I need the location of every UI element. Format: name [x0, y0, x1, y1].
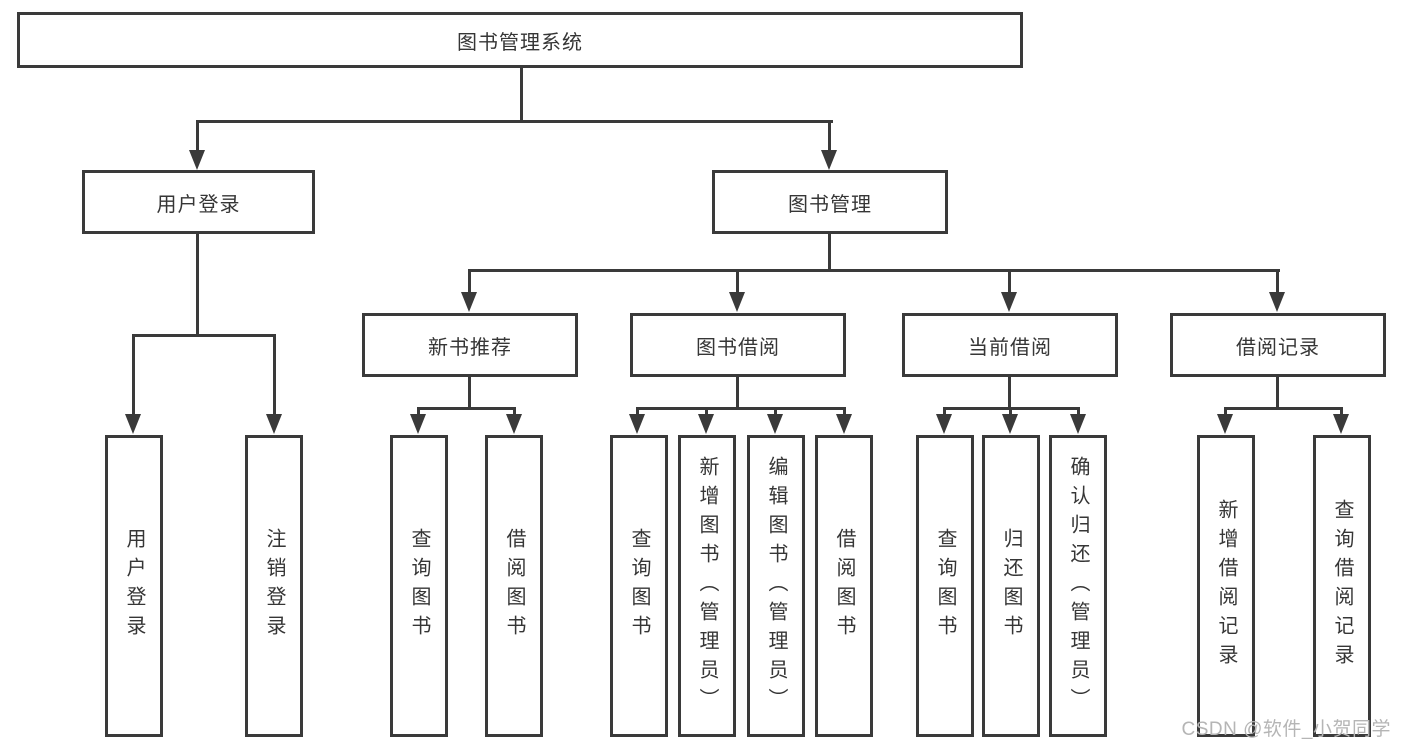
- arrowhead-icon: [1002, 414, 1018, 434]
- node-query-borrow-record: 查询借阅记录: [1313, 435, 1371, 737]
- node-label: 借阅记录: [1236, 336, 1320, 359]
- connector-arrow-stem: [636, 407, 639, 417]
- connector-section-stem: [736, 376, 739, 410]
- connector-group-hbar: [417, 407, 516, 410]
- connector-arrow-stem: [468, 269, 471, 294]
- node-book-management: 图书管理: [712, 170, 948, 234]
- arrowhead-icon: [506, 414, 522, 434]
- node-label: 新书推荐: [428, 336, 512, 359]
- connector-level2-hbar: [196, 120, 833, 123]
- node-user-login-branch: 用户登录: [82, 170, 315, 234]
- arrowhead-icon: [629, 414, 645, 434]
- node-label: 查询图书: [408, 528, 430, 644]
- node-new-book-recommend: 新书推荐: [362, 313, 578, 377]
- node-label: 注销登录: [263, 528, 285, 644]
- arrowhead-icon: [189, 150, 205, 170]
- connector-sections-hbar: [468, 269, 1280, 272]
- node-borrow-books-1: 借阅图书: [485, 435, 543, 737]
- connector-userlogin-hbar: [132, 334, 276, 337]
- node-borrow-books-2: 借阅图书: [815, 435, 873, 737]
- connector-arrow-stem: [943, 407, 946, 417]
- node-label: 查询图书: [628, 528, 650, 644]
- connector-arrow-stem: [736, 269, 739, 294]
- arrowhead-icon: [1001, 292, 1017, 312]
- connector-arrow-stem: [828, 120, 831, 153]
- node-label: 新增图书（管理员）: [696, 455, 718, 717]
- connector-root-stem: [520, 67, 523, 122]
- node-add-borrow-record: 新增借阅记录: [1197, 435, 1255, 737]
- node-label: 图书管理: [788, 193, 872, 216]
- node-query-books-1: 查询图书: [390, 435, 448, 737]
- connector-arrow-stem: [417, 407, 420, 417]
- node-label: 图书借阅: [696, 336, 780, 359]
- connector-arrow-stem: [196, 120, 199, 153]
- connector-arrow-stem: [273, 334, 276, 417]
- connector-arrow-stem: [1224, 407, 1227, 417]
- connector-section-stem: [1276, 376, 1279, 410]
- connector-arrow-stem: [1340, 407, 1343, 417]
- node-edit-books-admin: 编辑图书（管理员）: [747, 435, 805, 737]
- node-label: 当前借阅: [968, 336, 1052, 359]
- csdn-watermark: CSDN @软件_小贺同学: [1181, 719, 1391, 740]
- node-label: 用户登录: [123, 528, 145, 644]
- arrowhead-icon: [1217, 414, 1233, 434]
- node-label: 新增借阅记录: [1215, 499, 1237, 673]
- arrowhead-icon: [1333, 414, 1349, 434]
- node-label: 查询借阅记录: [1331, 499, 1353, 673]
- node-return-books: 归还图书: [982, 435, 1040, 737]
- arrowhead-icon: [836, 414, 852, 434]
- arrowhead-icon: [266, 414, 282, 434]
- node-add-books-admin: 新增图书（管理员）: [678, 435, 736, 737]
- connector-arrow-stem: [705, 407, 708, 417]
- node-borrowing-records: 借阅记录: [1170, 313, 1386, 377]
- node-label: 归还图书: [1000, 528, 1022, 644]
- arrowhead-icon: [821, 150, 837, 170]
- node-label: 查询图书: [934, 528, 956, 644]
- node-label: 确认归还（管理员）: [1067, 455, 1089, 717]
- connector-bookmgmt-stem: [828, 233, 831, 272]
- node-confirm-return-admin: 确认归还（管理员）: [1049, 435, 1107, 737]
- arrowhead-icon: [729, 292, 745, 312]
- connector-arrow-stem: [1276, 269, 1279, 294]
- arrowhead-icon: [1269, 292, 1285, 312]
- arrowhead-icon: [1070, 414, 1086, 434]
- node-label: 图书管理系统: [457, 31, 583, 54]
- node-label: 借阅图书: [833, 528, 855, 644]
- node-label: 借阅图书: [503, 528, 525, 644]
- arrowhead-icon: [125, 414, 141, 434]
- node-label: 用户登录: [156, 193, 241, 216]
- connector-group-hbar: [1224, 407, 1343, 410]
- node-label: 编辑图书（管理员）: [765, 455, 787, 717]
- connector-arrow-stem: [1077, 407, 1080, 417]
- connector-arrow-stem: [1009, 407, 1012, 417]
- node-query-books-2: 查询图书: [610, 435, 668, 737]
- connector-arrow-stem: [774, 407, 777, 417]
- connector-arrow-stem: [132, 334, 135, 417]
- connector-arrow-stem: [513, 407, 516, 417]
- arrowhead-icon: [698, 414, 714, 434]
- node-user-login-leaf: 用户登录: [105, 435, 163, 737]
- arrowhead-icon: [767, 414, 783, 434]
- connector-userlogin-stem: [196, 233, 199, 337]
- node-book-borrowing: 图书借阅: [630, 313, 846, 377]
- connector-group-hbar: [636, 407, 846, 410]
- arrowhead-icon: [410, 414, 426, 434]
- arrowhead-icon: [461, 292, 477, 312]
- node-query-books-3: 查询图书: [916, 435, 974, 737]
- node-current-borrowing: 当前借阅: [902, 313, 1118, 377]
- connector-arrow-stem: [843, 407, 846, 417]
- node-library-system: 图书管理系统: [17, 12, 1023, 68]
- connector-section-stem: [1008, 376, 1011, 410]
- node-logout-leaf: 注销登录: [245, 435, 303, 737]
- connector-arrow-stem: [1008, 269, 1011, 294]
- arrowhead-icon: [936, 414, 952, 434]
- connector-section-stem: [468, 376, 471, 410]
